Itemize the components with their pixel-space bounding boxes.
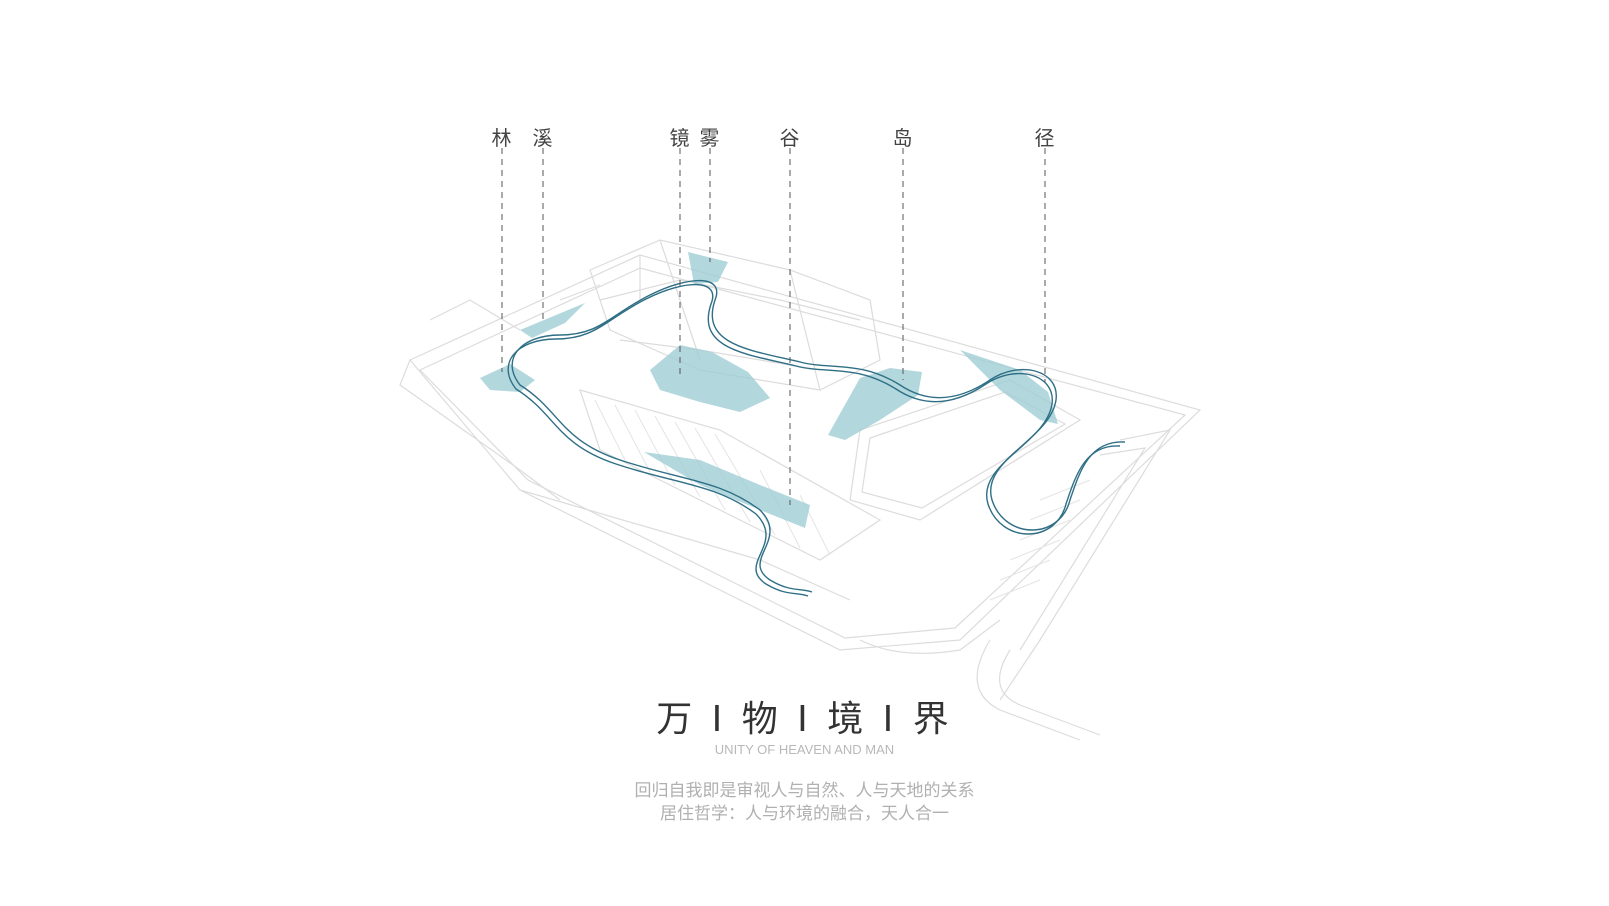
feature-jing-right bbox=[960, 350, 1058, 424]
label-gu: 谷 bbox=[779, 126, 801, 150]
label-wu: 雾 bbox=[699, 126, 721, 150]
label-jing-mirror: 镜 bbox=[669, 126, 691, 150]
label-lin: 林 bbox=[491, 126, 513, 150]
page-subtitle: UNITY OF HEAVEN AND MAN bbox=[714, 742, 895, 757]
building-outline bbox=[399, 239, 1202, 741]
label-xi: 溪 bbox=[532, 126, 554, 150]
feature-dao bbox=[828, 368, 922, 440]
label-dao: 岛 bbox=[892, 126, 914, 150]
winding-ribbon bbox=[507, 279, 1126, 597]
description-line-1: 回归自我即是审视人与自然、人与天地的关系 bbox=[634, 781, 975, 801]
label-jing-path: 径 bbox=[1034, 126, 1056, 150]
feature-gu bbox=[644, 452, 810, 528]
feature-xi bbox=[520, 303, 585, 338]
leader-lines bbox=[501, 148, 1046, 505]
description-line-2: 居住哲学：人与环境的融合，天人合一 bbox=[660, 804, 949, 824]
feature-wu bbox=[688, 252, 728, 284]
page-title: 万 I 物 I 境 I 界 bbox=[656, 699, 953, 740]
